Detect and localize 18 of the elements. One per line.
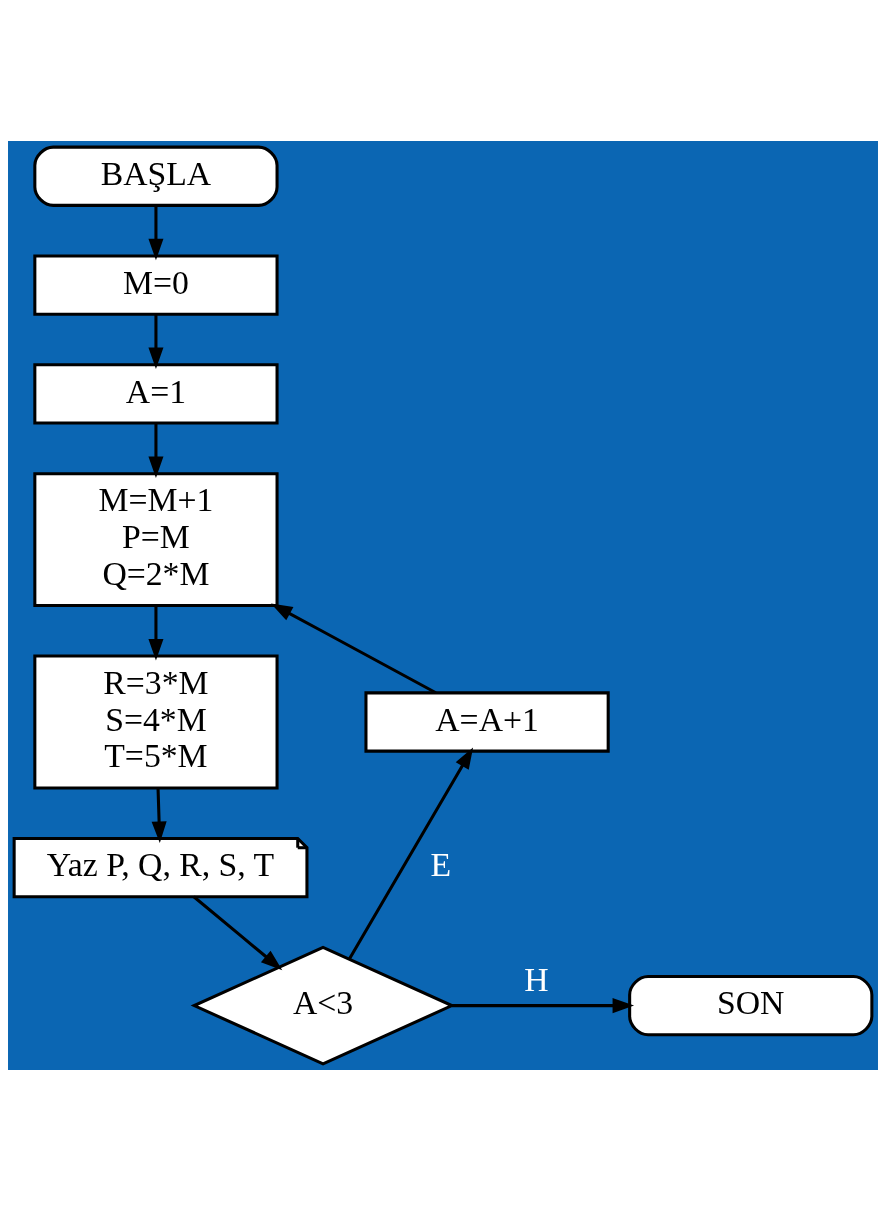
- node-box: BAŞLA: [33, 145, 279, 207]
- arrow: [192, 895, 283, 970]
- arrow: [451, 997, 635, 1013]
- arrow: [148, 605, 164, 660]
- node-box: SON: [628, 974, 874, 1036]
- node-box: M=M+1 P=M Q=2*M: [33, 471, 279, 607]
- arrow: [148, 313, 164, 369]
- arrow: [348, 746, 474, 960]
- edge-label: H: [524, 960, 549, 998]
- node-box: A=1: [33, 362, 279, 425]
- node-box: M=0: [33, 253, 279, 316]
- node-box: A=A+1: [364, 690, 610, 753]
- edge-label: E: [430, 845, 451, 883]
- arrow: [148, 205, 164, 260]
- arrow: [148, 423, 164, 478]
- arrow: [151, 787, 167, 843]
- node-box: R=3*M S=4*M T=5*M: [33, 654, 279, 789]
- arrow: [270, 602, 437, 694]
